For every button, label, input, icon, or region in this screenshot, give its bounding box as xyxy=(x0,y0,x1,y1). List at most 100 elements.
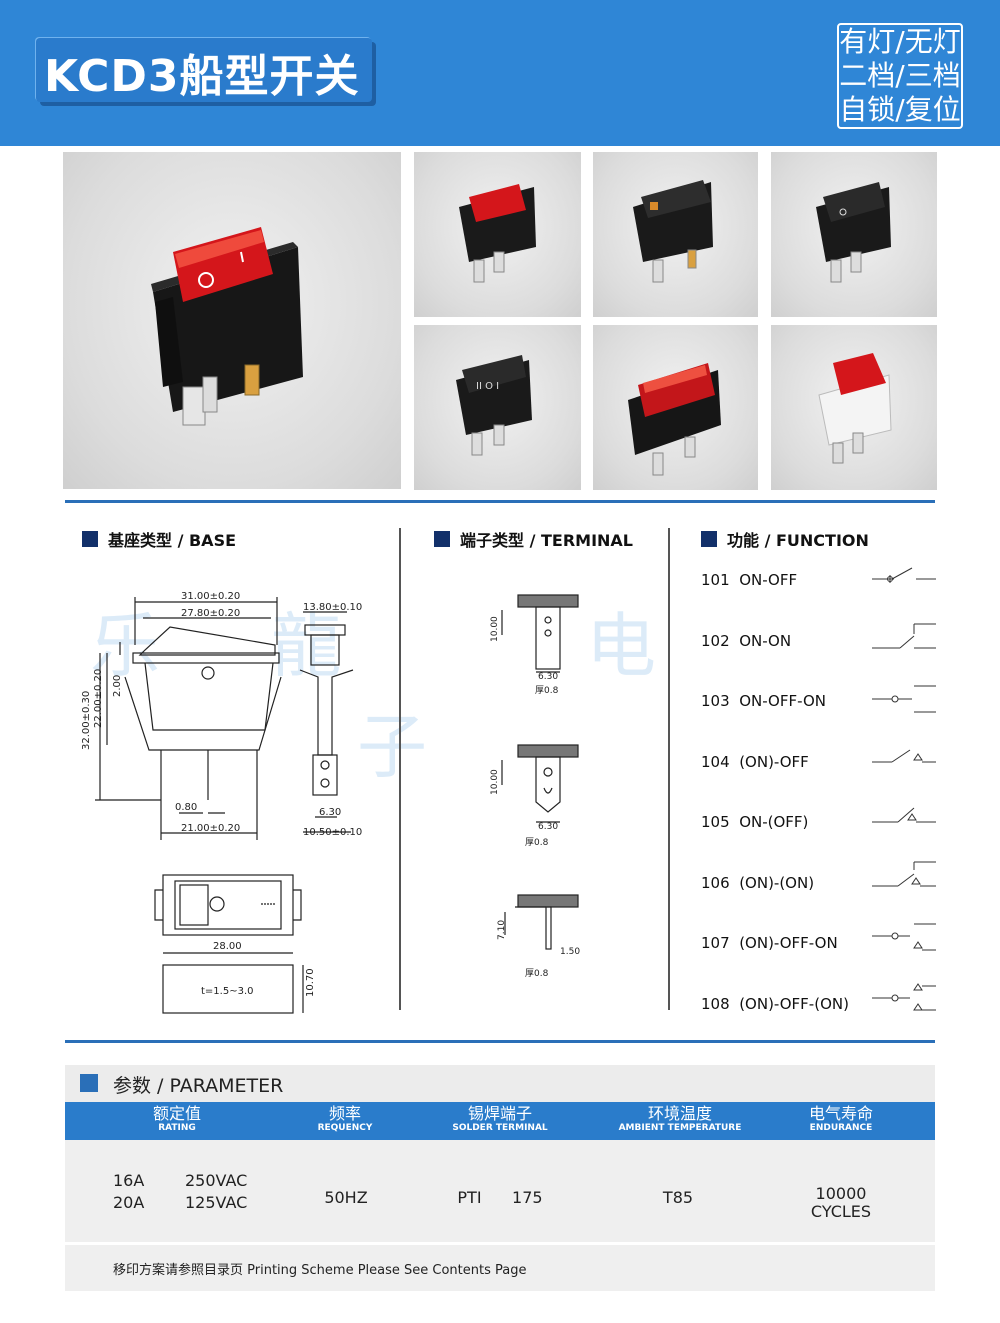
function-item: 102 ON-ON xyxy=(701,632,791,650)
function-title-text: 功能 / FUNCTION xyxy=(727,531,869,550)
function-name: ON-OFF-ON xyxy=(739,692,826,710)
terminal-2-width: 6.30 xyxy=(538,822,558,832)
divider xyxy=(65,1040,935,1043)
solder-value: PTI 175 xyxy=(457,1188,543,1207)
header-en: ENDURANCE xyxy=(809,1123,873,1133)
header-en: AMBIENT TEMPERATURE xyxy=(618,1123,742,1133)
function-code: 104 xyxy=(701,753,730,771)
bullet-square-icon xyxy=(80,1074,98,1092)
feature-tag: 自锁/复位 xyxy=(839,93,961,126)
terminal-3-height: 7.10 xyxy=(497,920,507,940)
terminal-1-width: 6.30 xyxy=(538,672,558,682)
function-name: (ON)-OFF xyxy=(739,753,809,771)
header-en: SOLDER TERMINAL xyxy=(452,1123,548,1133)
parameter-table-body: 16A 250VAC 20A 125VAC 50HZ PTI 175 T85 1… xyxy=(65,1140,935,1242)
function-code: 102 xyxy=(701,632,730,650)
function-code: 107 xyxy=(701,934,730,952)
base-dimension-drawing: 31.00±0.20 27.80±0.20 13.80±0.10 32.00±0… xyxy=(81,591,362,1014)
dim-pin-span: 21.00±0.20 xyxy=(181,823,240,834)
dim-pin-w: 0.80 xyxy=(175,802,197,813)
function-section-title: 功能 / FUNCTION xyxy=(701,527,869,551)
dim-h-total: 32.00±0.30 xyxy=(81,691,92,750)
function-name: (ON)-OFF-ON xyxy=(739,934,838,952)
symbol-101-icon xyxy=(872,567,936,583)
watermark: 乐 龍 电 子 xyxy=(90,605,657,788)
header-cn: 锡焊端子 xyxy=(467,1104,532,1123)
rating-value-2: 20A 125VAC xyxy=(113,1193,248,1212)
bullet-square-icon xyxy=(701,531,717,547)
column-divider xyxy=(668,528,670,1010)
function-code: 101 xyxy=(701,571,730,589)
header-banner: KCD3船型开关 有灯/无灯 二档/三档 自锁/复位 xyxy=(0,0,1000,146)
symbol-103-icon xyxy=(872,685,936,713)
dim-side-base: 10.50±0.10 xyxy=(303,827,362,838)
svg-text:II O I: II O I xyxy=(476,381,499,392)
terminal-3-width: 1.50 xyxy=(560,947,580,957)
endurance-value-1: 10000 xyxy=(815,1184,867,1203)
frequency-value: 50HZ xyxy=(324,1188,368,1207)
switch-symbols xyxy=(872,567,936,1011)
divider xyxy=(65,500,935,503)
dim-h-body: 22.00±0.20 xyxy=(93,669,104,728)
header-cn: 电气寿命 xyxy=(808,1104,873,1123)
function-item: 106 (ON)-(ON) xyxy=(701,874,814,892)
function-name: ON-(OFF) xyxy=(739,813,809,831)
function-item: 105 ON-(OFF) xyxy=(701,813,808,831)
function-item: 108 (ON)-OFF-(ON) xyxy=(701,995,849,1013)
function-name: ON-OFF xyxy=(739,571,798,589)
bullet-square-icon xyxy=(82,531,98,547)
product-photo-main xyxy=(63,152,401,489)
main-switch-image xyxy=(151,227,303,426)
base-title-text: 基座类型 / BASE xyxy=(108,531,237,550)
function-item: 103 ON-OFF-ON xyxy=(701,692,826,710)
printing-note-text: 移印方案请参照目录页 Printing Scheme Please See Co… xyxy=(113,1263,527,1278)
product-photo-2 xyxy=(414,152,581,317)
terminal-2-thick: 厚0.8 xyxy=(525,837,549,848)
function-code: 103 xyxy=(701,692,730,710)
dim-h-step: 2.00 xyxy=(112,675,123,697)
product-photo-6 xyxy=(593,325,758,490)
function-code: 105 xyxy=(701,813,730,831)
function-code: 108 xyxy=(701,995,730,1013)
product-photo-4 xyxy=(771,152,937,317)
dim-side-pin: 6.30 xyxy=(319,807,341,818)
column-divider xyxy=(399,528,401,1010)
bullet-square-icon xyxy=(434,531,450,547)
title-box: KCD3船型开关 xyxy=(36,38,372,102)
dim-side-w: 13.80±0.10 xyxy=(303,602,362,613)
dim-w-total: 31.00±0.20 xyxy=(181,591,240,602)
product-photo-3 xyxy=(593,152,758,317)
terminal-2-height: 10.00 xyxy=(490,769,500,795)
terminal-1-height: 10.00 xyxy=(490,616,500,642)
terminal-1-thick: 厚0.8 xyxy=(535,685,559,696)
header-en: REQUENCY xyxy=(317,1123,373,1133)
page-title: KCD3船型开关 xyxy=(44,51,360,102)
function-name: (ON)-OFF-(ON) xyxy=(739,995,849,1013)
symbol-108-icon xyxy=(872,983,936,1011)
terminal-3-thick: 厚0.8 xyxy=(525,968,549,979)
header-cn: 额定值 xyxy=(152,1104,201,1123)
terminal-drawings: 10.00 6.30 厚0.8 10.00 6.30 厚0.8 7.10 1.5… xyxy=(490,594,580,979)
printing-note: 移印方案请参照目录页 Printing Scheme Please See Co… xyxy=(65,1245,935,1291)
symbol-107-icon xyxy=(872,923,936,951)
terminal-title-text: 端子类型 / TERMINAL xyxy=(460,531,633,550)
symbol-106-icon xyxy=(872,861,936,887)
function-code: 106 xyxy=(701,874,730,892)
feature-tags: 有灯/无灯 二档/三档 自锁/复位 xyxy=(837,23,963,129)
dim-cut-w: 28.00 xyxy=(213,941,242,952)
base-section-title: 基座类型 / BASE xyxy=(82,527,236,551)
function-item: 104 (ON)-OFF xyxy=(701,753,809,771)
dim-w-top: 27.80±0.20 xyxy=(181,608,240,619)
function-item: 101 ON-OFF xyxy=(701,571,797,589)
function-item: 107 (ON)-OFF-ON xyxy=(701,934,838,952)
header-en: RATING xyxy=(158,1123,196,1133)
symbol-104-icon xyxy=(872,749,936,763)
header-cn: 频率 xyxy=(328,1104,361,1123)
feature-tag: 二档/三档 xyxy=(839,59,961,92)
parameter-title-bar: 参数 / PARAMETER xyxy=(65,1065,935,1102)
